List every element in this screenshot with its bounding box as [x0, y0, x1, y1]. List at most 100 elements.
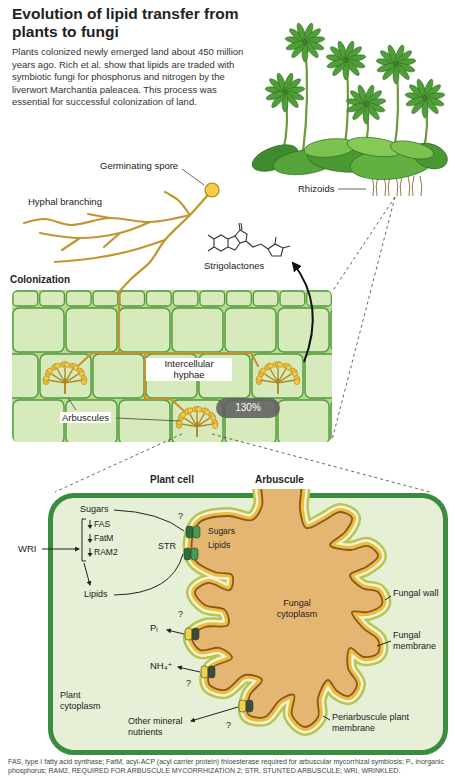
metabolite-label: Lipids [208, 540, 230, 550]
arbuscule-tip [212, 423, 217, 428]
arbuscule-tip [55, 363, 60, 368]
gene-bracket [82, 519, 86, 561]
epidermal-cell [66, 291, 91, 306]
arbuscule-branch [270, 369, 278, 383]
arbuscule-branch [197, 424, 212, 426]
liverwort-stalk [283, 92, 287, 152]
nutrient-arrow [191, 707, 238, 721]
rhizoid [396, 176, 398, 196]
gene-label: FAS [94, 519, 110, 529]
thallus-lobe [303, 136, 357, 159]
leader-line [385, 596, 391, 600]
transporter-plant-side [185, 628, 192, 640]
periarbuscular-membrane [192, 489, 383, 727]
synthesis-arrow [84, 563, 90, 585]
bond [228, 236, 240, 250]
transporter-fungal-side [191, 548, 198, 560]
arbuscule-branch [190, 414, 197, 427]
pathway-arrowhead [88, 525, 93, 529]
receptacle-centre [282, 89, 288, 95]
leader-line [338, 189, 366, 190]
lipid-route [114, 554, 183, 595]
epidermal-cell [200, 291, 225, 306]
nutrient-label: Other mineral nutrients [128, 716, 200, 738]
receptacle-centre [422, 95, 428, 101]
leader-line [182, 169, 204, 185]
hyphae [24, 192, 258, 412]
arbuscule-tip [64, 362, 69, 367]
leader-line [116, 418, 180, 421]
nutrient-label: Pᵢ [150, 622, 158, 633]
node-heading: Arbuscule [255, 474, 304, 486]
epidermal-cell [227, 291, 252, 306]
receptacle-centre [343, 57, 349, 63]
transporter-plant-side [186, 526, 193, 538]
hypha [88, 214, 110, 218]
unknown-marker: ? [186, 678, 191, 689]
signal-arrow [293, 263, 313, 362]
caption: FAS, type I fatty acid synthase; FatM, a… [8, 758, 447, 775]
leader-line [323, 716, 330, 720]
hypha [40, 222, 150, 238]
epidermal-cell [253, 291, 278, 306]
node-heading: Plant cell [150, 474, 194, 486]
periarbuscular-space [192, 489, 383, 727]
fungal-wall [192, 489, 383, 727]
part-label: Intercellular hyphae [146, 358, 232, 381]
regulation-arrow [42, 549, 79, 550]
unknown-marker: ? [226, 720, 231, 731]
unknown-marker: ? [178, 511, 183, 522]
transporter-fungal-side [208, 666, 215, 678]
arbuscule-branch [278, 380, 294, 383]
gene-label: WRI [18, 543, 36, 554]
hypha [104, 233, 120, 247]
liverwort-stalk [394, 64, 398, 152]
hypha [24, 215, 190, 225]
part-label: Arbuscules [60, 412, 111, 423]
nutrient-arrow [178, 667, 200, 672]
intercellular-hypha [119, 292, 258, 366]
title: Evolution of lipid transfer from plants … [12, 5, 282, 41]
arbuscule-tip [268, 363, 273, 368]
germinating-spore [205, 183, 219, 197]
arbuscule-layers [192, 489, 383, 727]
nutrient-arrow [167, 630, 184, 634]
part-label: Strigolactones [204, 260, 264, 271]
epidermal-cell [280, 291, 305, 306]
node-text: Plant cytoplasm [60, 690, 120, 712]
metabolite-label: Lipids [84, 589, 108, 600]
epidermal-cell [120, 291, 145, 306]
pathway-arrowhead [88, 553, 93, 557]
transporter-plant-side [201, 666, 208, 678]
zoom-line [212, 434, 430, 492]
leader-line [68, 398, 76, 410]
section-heading: Colonization [10, 274, 70, 286]
arbuscule-symbol [256, 362, 300, 395]
cortex-cell [93, 354, 144, 398]
cortex-cell [331, 400, 332, 442]
thallus-lobe [389, 138, 435, 163]
rhizoid [420, 176, 422, 196]
liverwort-stalk [344, 60, 348, 152]
intercellular-hypha [78, 353, 119, 366]
zoom-line [332, 197, 395, 440]
part-label: Rhizoids [298, 183, 334, 194]
pathway-arrowhead [88, 539, 93, 543]
arbuscule-tip [196, 407, 201, 412]
arbuscule-branch [65, 380, 81, 383]
bond [246, 241, 268, 249]
nutrient-label: NH₄⁺ [150, 660, 173, 671]
fungal-cytoplasm [192, 489, 383, 727]
arbuscule-branch [277, 368, 278, 383]
transporter-label: STR [158, 541, 176, 552]
cortex-cell [119, 400, 170, 442]
bond [268, 244, 283, 256]
leader-line [377, 641, 391, 646]
cortex-cell [119, 308, 170, 352]
epidermal-cell [40, 291, 65, 306]
zoom-line [332, 197, 395, 292]
arbuscule-tip [188, 408, 193, 413]
hypha [62, 238, 80, 250]
